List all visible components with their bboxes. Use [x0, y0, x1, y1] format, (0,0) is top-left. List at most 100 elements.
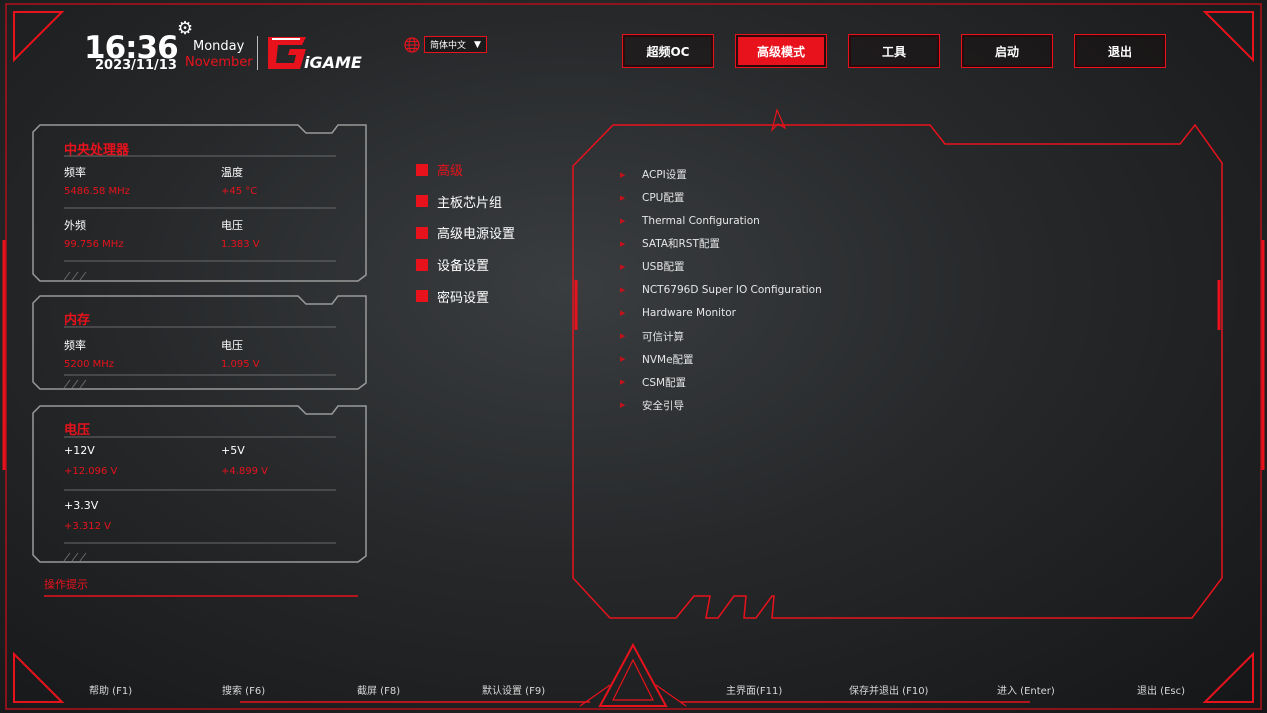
menu-item-label: 设备设置	[437, 259, 490, 275]
language-selector[interactable]: 简体中文 ▼	[404, 36, 487, 53]
arrow-right-icon: ▶	[620, 309, 626, 318]
cpu-bclk-label: 外频	[64, 219, 86, 232]
menu-item-advanced[interactable]: 高级	[416, 154, 515, 186]
menu-bullet-icon	[416, 226, 428, 239]
list-item-trusted[interactable]: ▶ 可信计算	[620, 325, 822, 348]
clock-time: 16:36	[84, 30, 179, 66]
voltage-title: 电压	[64, 423, 91, 438]
arrow-right-icon: ▶	[620, 193, 626, 202]
gear-icon[interactable]: ⚙	[177, 18, 194, 39]
language-dropdown[interactable]: 简体中文 ▼	[424, 36, 487, 53]
v33-label: +3.3V	[64, 499, 99, 512]
arrow-right-icon: ▶	[620, 216, 626, 225]
footer-exit[interactable]: 退出 (Esc)	[1137, 686, 1186, 697]
menu-item-password[interactable]: 密码设置	[416, 280, 515, 312]
v5-value: +4.899 V	[221, 466, 269, 477]
list-item-label: Hardware Monitor	[642, 307, 736, 320]
menu-item-devices[interactable]: 设备设置	[416, 249, 515, 281]
list-item-cpu[interactable]: ▶ CPU配置	[620, 186, 822, 209]
menu-item-label: 高级电源设置	[437, 227, 516, 243]
list-item-label: Thermal Configuration	[642, 214, 760, 227]
cpu-temp-label: 温度	[221, 166, 243, 179]
list-item-label: NCT6796D Super IO Configuration	[642, 284, 822, 297]
footer-enter[interactable]: 进入 (Enter)	[997, 686, 1055, 697]
memory-freq-label: 频率	[64, 339, 86, 352]
v12-value: +12.096 V	[64, 466, 118, 477]
list-item-secureboot[interactable]: ▶ 安全引导	[620, 394, 822, 417]
menu-item-chipset[interactable]: 主板芯片组	[416, 186, 515, 218]
menu-bullet-icon	[416, 163, 428, 176]
arrow-right-icon: ▶	[620, 262, 626, 271]
list-item-thermal[interactable]: ▶ Thermal Configuration	[620, 209, 822, 232]
operation-hint-label: 操作提示	[44, 578, 88, 591]
settings-list: ▶ACPI设置 ▶CPU配置 ▶Thermal Configuration ▶S…	[620, 163, 822, 417]
clock-date: 2023/11/13	[95, 58, 177, 73]
cpu-title: 中央处理器	[64, 143, 130, 158]
list-item-superio[interactable]: ▶ NCT6796D Super IO Configuration	[620, 278, 822, 301]
cpu-freq-label: 频率	[64, 166, 86, 179]
list-item-label: SATA和RST配置	[642, 238, 720, 251]
weekday: Monday	[193, 39, 245, 54]
tab-exit[interactable]: 退出	[1074, 34, 1166, 68]
memory-freq-value: 5200 MHz	[64, 359, 115, 370]
footer-defaults[interactable]: 默认设置 (F9)	[482, 686, 546, 697]
arrow-right-icon: ▶	[620, 332, 626, 341]
language-value: 简体中文	[430, 41, 467, 51]
top-tabs: 超频OC 高级模式 工具 启动 退出	[622, 34, 1166, 68]
globe-icon	[404, 36, 420, 53]
v12-label: +12V	[64, 444, 95, 457]
cpu-bclk-value: 99.756 MHz	[64, 239, 124, 250]
v5-label: +5V	[221, 444, 245, 457]
list-item-label: 安全引导	[642, 399, 684, 412]
memory-volt-label: 电压	[221, 339, 243, 352]
menu-bullet-icon	[416, 195, 428, 208]
list-item-csm[interactable]: ▶ CSM配置	[620, 371, 822, 394]
menu-item-power[interactable]: 高级电源设置	[416, 217, 515, 249]
memory-volt-value: 1.095 V	[221, 359, 260, 370]
tab-tools[interactable]: 工具	[848, 34, 940, 68]
menu-bullet-icon	[416, 258, 428, 271]
menu-bullet-icon	[416, 290, 428, 303]
arrow-right-icon: ▶	[620, 286, 626, 295]
menu-item-label: 密码设置	[437, 290, 490, 306]
footer-search[interactable]: 搜索 (F6)	[222, 686, 266, 697]
list-item-label: NVMe配置	[642, 353, 694, 366]
menu-item-label: 主板芯片组	[437, 195, 503, 211]
list-item-acpi[interactable]: ▶ACPI设置	[620, 163, 822, 186]
list-item-usb[interactable]: ▶ USB配置	[620, 255, 822, 278]
arrow-right-icon: ▶	[620, 355, 626, 364]
cpu-temp-value: +45 °C	[221, 186, 258, 197]
footer-save-exit[interactable]: 保存并退出 (F10)	[849, 686, 929, 697]
list-item-label: CSM配置	[642, 376, 687, 389]
voltage-panel: 电压 +12V +12.096 V +5V +4.899 V +3.3V +3.…	[33, 406, 366, 562]
cpu-freq-value: 5486.58 MHz	[64, 186, 130, 197]
list-item-label: 可信计算	[642, 330, 684, 343]
menu-item-label: 高级	[437, 164, 464, 180]
igame-logo: iGAME	[268, 37, 362, 72]
list-item-label: CPU配置	[642, 192, 685, 205]
tab-overclock[interactable]: 超频OC	[622, 34, 714, 68]
logo-divider	[257, 36, 258, 70]
side-menu: 高级 主板芯片组 高级电源设置 设备设置 密码设置	[416, 154, 515, 312]
list-item-nvme[interactable]: ▶ NVMe配置	[620, 348, 822, 371]
dropdown-arrow-icon: ▼	[474, 39, 481, 50]
cpu-panel: 中央处理器 频率 5486.58 MHz 温度 +45 °C 外频 99.756…	[33, 125, 366, 281]
list-item-label: ACPI设置	[642, 169, 687, 182]
logo-text: iGAME	[304, 53, 362, 72]
footer-main[interactable]: 主界面(F11)	[726, 686, 783, 697]
month: November	[185, 55, 253, 70]
list-item-label: USB配置	[642, 261, 685, 274]
memory-panel: 内存 频率 5200 MHz 电压 1.095 V	[33, 296, 366, 389]
tab-advanced-mode[interactable]: 高级模式	[735, 34, 827, 68]
arrow-right-icon: ▶	[620, 378, 626, 387]
list-item-hwmonitor[interactable]: ▶ Hardware Monitor	[620, 302, 822, 325]
arrow-right-icon: ▶	[620, 401, 626, 410]
list-item-sata[interactable]: ▶ SATA和RST配置	[620, 232, 822, 255]
arrow-right-icon: ▶	[620, 239, 626, 248]
cpu-volt-label: 电压	[221, 219, 243, 232]
memory-title: 内存	[64, 313, 91, 328]
footer-help[interactable]: 帮助 (F1)	[89, 686, 133, 697]
tab-boot[interactable]: 启动	[961, 34, 1053, 68]
v33-value: +3.312 V	[64, 521, 112, 532]
footer-screenshot[interactable]: 截屏 (F8)	[357, 686, 401, 697]
